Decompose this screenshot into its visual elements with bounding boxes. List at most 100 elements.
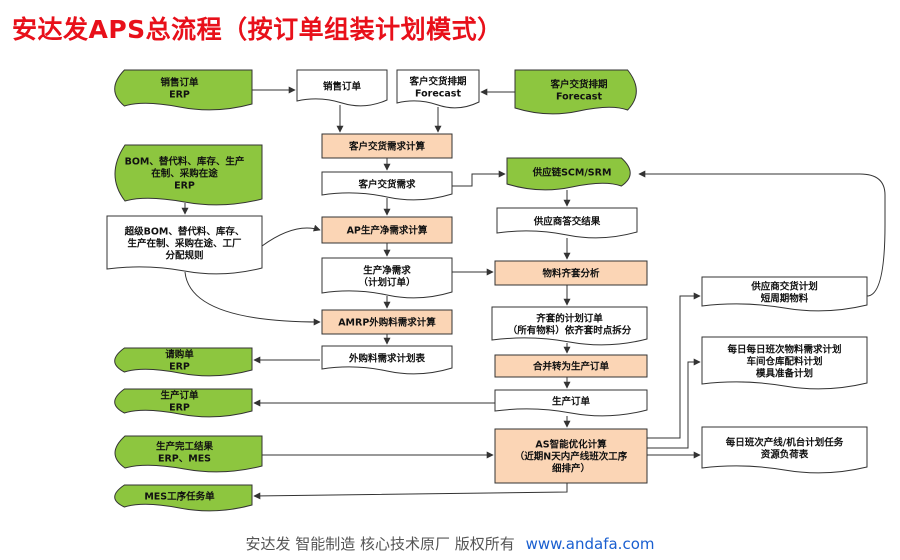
node-mes-tasks: MES工序任务单 [114,484,253,512]
node-label: 供应商交货计划 [750,281,818,293]
node-label: 销售订单 [323,81,362,93]
document-shape [701,276,868,312]
node-label: ERP、MES [158,454,211,465]
node-label: 客户交货需求 [357,179,416,191]
node-label: 每日班次产线/机台计划任务 [726,437,844,449]
node-purchase-plan: 外购料需求计划表 [321,345,453,375]
process-box [321,133,453,159]
document-shape [106,215,263,275]
erp-data-shape [114,388,253,418]
node-label: MES工序任务单 [144,491,215,503]
node-label: 短周期物料 [761,293,809,305]
process-box [494,260,648,286]
node-label: 客户交货需求计算 [348,141,426,153]
erp-data-shape [514,69,637,115]
node-label: 生产订单 [160,390,199,402]
node-label: AS智能优化计算 [535,439,607,451]
node-label: 客户交货排期 [408,76,466,88]
node-label: 车间仓库配料计划 [746,356,822,368]
node-label: ERP [169,90,190,101]
node-label: 物料齐套分析 [542,268,600,280]
edge-as-optimize-to-supplier-plan [647,292,701,439]
node-label: AP生产净需求计算 [347,225,428,237]
node-label: ERP [174,181,195,192]
node-label: 外购料需求计划表 [348,353,426,365]
document-shape [491,306,648,346]
node-kitting-analysis: 物料齐套分析 [494,260,648,286]
edge-as-optimize-to-daily-material [647,358,701,449]
node-label: 分配规则 [165,250,203,262]
node-label: 齐套的计划订单 [535,313,603,325]
node-kitted-orders: 齐套的计划订单（所有物料）依齐套时点拆分 [491,306,648,346]
edge-as-optimize-to-mes-tasks [253,483,568,500]
erp-data-shape [114,435,263,473]
document-shape [496,207,638,239]
erp-data-shape [114,484,253,512]
erp-data-shape [114,144,263,206]
edge-super-bom-to-amrp [184,271,321,326]
document-shape [396,69,480,109]
node-label: 资源负荷表 [761,449,809,461]
node-customer-demand-calc: 客户交货需求计算 [321,133,453,159]
node-sales-order: 销售订单 [296,69,388,107]
process-box [494,354,648,378]
node-prod-order: 生产订单 [494,389,648,417]
process-box [321,309,453,335]
node-label: 销售订单 [160,77,199,89]
node-label: 客户交货排期 [549,79,607,91]
document-shape [494,389,648,417]
node-scm-srm: 供应链SCM/SRM [506,157,631,191]
footer-url-link[interactable]: www.andafa.com [525,535,655,553]
node-label: 细排产） [552,463,590,475]
node-label: AMRP外购料需求计算 [338,317,436,329]
node-label: 每日每日班次物料需求计划 [727,344,841,356]
edge-customer-demand-to-scm [452,170,506,187]
node-label: Forecast [556,92,602,103]
flow-nodes: 销售订单ERP销售订单客户交货排期Forecast客户交货排期Forecast客… [106,69,868,512]
process-box [494,428,648,484]
footer-copyright: 安达发 智能制造 核心技术原厂 版权所有 [245,535,515,553]
document-shape [321,345,453,375]
node-label: Forecast [415,89,461,100]
node-amrp-calc: AMRP外购料需求计算 [321,309,453,335]
flow-connectors [181,86,886,500]
node-label: 请购单 [165,349,194,361]
node-label: 生产在制、采购在途、工厂 [127,238,242,250]
node-label: （所有物料）依齐套时点拆分 [508,325,632,337]
node-label: ERP [169,403,190,414]
node-label: 生产净需求 [363,265,411,277]
edge-supplier-plan-to-scm [638,170,886,297]
node-customer-demand: 客户交货需求 [321,171,453,201]
node-label: 供应商答交结果 [533,216,601,228]
node-label: （近期N天内产线班次工序 [515,451,628,463]
footer: 安达发 智能制造 核心技术原厂 版权所有 www.andafa.com [0,533,900,554]
node-net-demand: 生产净需求（计划订单） [321,257,453,299]
document-shape [701,426,868,474]
document-shape [321,257,453,299]
node-ap-net-calc: AP生产净需求计算 [321,216,453,244]
flowchart: 销售订单ERP销售订单客户交货排期Forecast客户交货排期Forecast客… [106,69,886,512]
erp-data-shape [506,157,631,191]
process-box [321,216,453,244]
node-label: 生产订单 [552,396,591,408]
node-label: （计划订单） [358,277,415,289]
node-label: 在制、采购在途 [151,168,218,180]
edge-super-bom-to-ap-calc [261,224,321,247]
document-shape [296,69,388,107]
node-label: 模具准备计划 [756,368,813,380]
node-label: BOM、替代料、库存、生产 [125,156,245,168]
node-label: 超级BOM、替代料、库存、 [124,226,245,238]
document-shape [321,171,453,201]
node-label: 合并转为生产订单 [533,361,610,373]
